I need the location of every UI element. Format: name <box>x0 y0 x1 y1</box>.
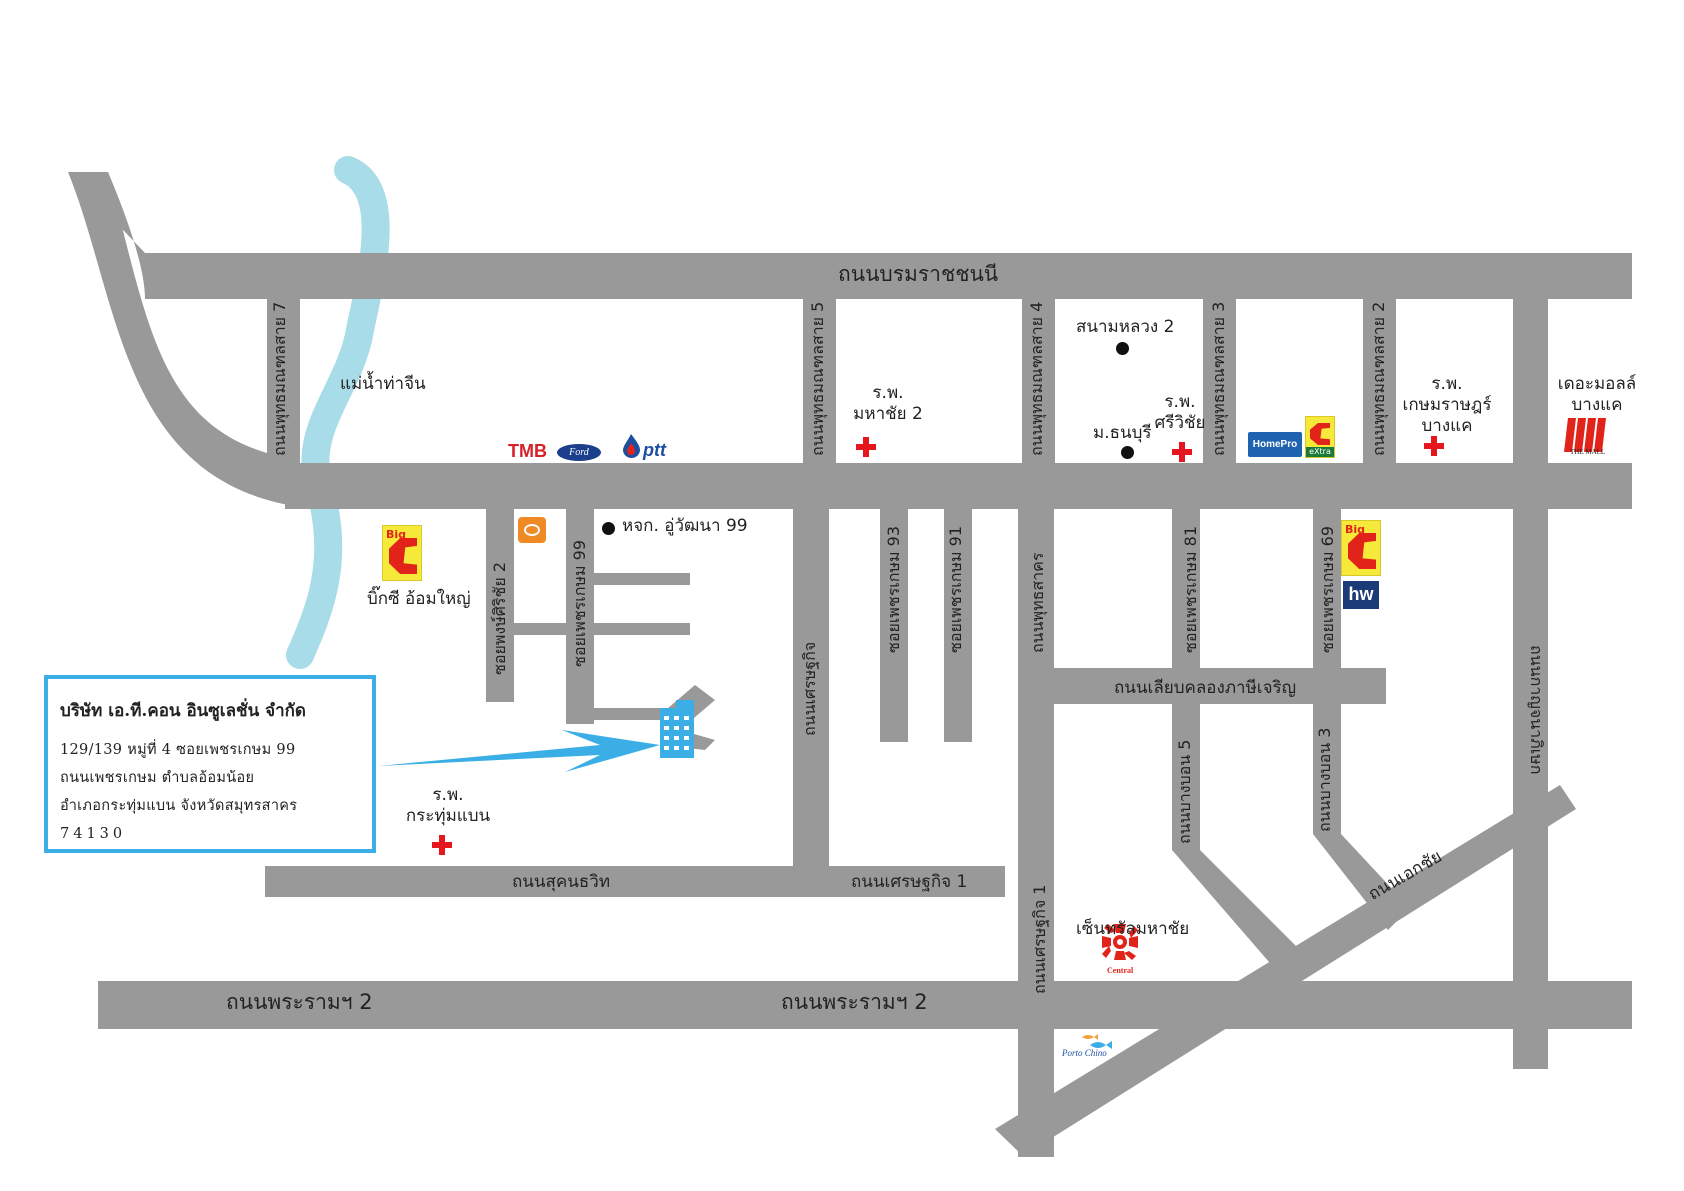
road-label-bang-bon-3: ถนนบางบอน 3 <box>1315 727 1334 832</box>
homepro-logo-icon: HomePro <box>1248 432 1302 457</box>
central-logo-text: Central <box>1107 966 1134 975</box>
road-label-rama2-mid: ถนนพระรามฯ 2 <box>781 990 928 1014</box>
road-label-phutthamonthon-5: ถนนพุทธมณฑลสาย 5 <box>808 301 827 456</box>
road-label-soi-phetkasem-93: ซอยเพชรเกษม 93 <box>884 525 903 653</box>
place-label-bigc-omyai: บิ๊กซี อ้อมใหญ่ <box>367 589 471 609</box>
place-label-themall-line2: บางแค <box>1571 395 1623 415</box>
company-address-box: บริษัท เอ.ที.คอน อินซูเลชั่น จำกัด 129/1… <box>44 675 376 853</box>
ptt-logo-text: ptt <box>643 440 666 460</box>
road-label-soi-phongsirichai-2: ซอยพงษ์ศิริชัย 2 <box>490 562 509 675</box>
place-label-sriwichai-line2: ศรีวิชัย <box>1154 413 1206 433</box>
bigc-extra-logo-icon: eXtra <box>1305 416 1335 458</box>
place-label-sanam-luang-2: สนามหลวง 2 <box>1076 317 1175 337</box>
road-label-rama2-left: ถนนพระรามฯ 2 <box>226 990 373 1014</box>
road-label-sukhonthawit: ถนนสุคนธวิท <box>512 872 611 892</box>
central-logo-icon <box>1102 924 1138 960</box>
place-label-themall: เดอะมอลล์ บางแค <box>1552 374 1642 416</box>
bigc-omyai-logo-icon: Big <box>382 525 422 581</box>
homeworks-logo-icon: hw <box>1343 581 1379 609</box>
place-label-kasemrad-line3: บางแค <box>1421 416 1473 436</box>
road-label-liap-khlong: ถนนเลียบคลองภาษีเจริญ <box>1114 678 1297 698</box>
road-label-phutthamonthon-2: ถนนพุทธมณฑลสาย 2 <box>1369 301 1388 456</box>
road-label-phutthamonthon-3: ถนนพุทธมณฑลสาย 3 <box>1209 301 1228 456</box>
road-label-bang-bon-5: ถนนบางบอน 5 <box>1175 739 1194 844</box>
road-label-phuttasakhon: ถนนพุทธสาคร <box>1028 552 1047 653</box>
road-label-soi-phetkasem-81: ซอยเพชรเกษม 81 <box>1181 525 1200 653</box>
place-label-hor-jor-kor: หจก. อู่วัฒนา 99 <box>622 516 748 536</box>
address-postcode: 74130 <box>60 826 127 842</box>
hospital-mahachai2-icon <box>856 437 876 457</box>
address-line-2: ถนนเพชรเกษม ตำบลอ้อมน้อย <box>60 770 255 786</box>
road-label-borommaratchachonnani: ถนนบรมราชชนนี <box>838 262 999 286</box>
place-label-sriwichai: ร.พ. ศรีวิชัย <box>1148 392 1212 434</box>
road-label-setthakit-1-vertical: ถนนเศรษฐกิจ 1 <box>1030 884 1049 994</box>
place-label-sriwichai-line1: ร.พ. <box>1164 392 1196 412</box>
building-icon <box>660 685 715 758</box>
location-arrow <box>378 730 660 772</box>
sanam-luang-dot-icon <box>1116 342 1129 355</box>
place-label-kasemrad-line2: เกษมราษฎร์ <box>1402 395 1492 415</box>
bigc-logo-text-2: Big <box>1345 523 1366 536</box>
place-label-mahachai2-line1: ร.พ. <box>872 383 904 403</box>
place-label-mahachai2: ร.พ. มหาชัย 2 <box>843 383 933 425</box>
bigc-logo-text: Big <box>386 528 407 541</box>
bigc-phetkasem69-logo-icon: Big <box>1341 520 1381 576</box>
bigc-extra-text: eXtra <box>1306 447 1334 457</box>
place-label-river: แม่น้ำท่าจีน <box>340 374 426 394</box>
the-mall-logo-icon <box>1564 418 1606 452</box>
road-label-phutthamonthon-4: ถนนพุทธมณฑลสาย 4 <box>1027 301 1046 456</box>
hospital-kasemrad-icon <box>1424 436 1444 456</box>
road-label-setthakit: ถนนเศรษฐกิจ <box>800 641 819 736</box>
porto-chino-logo-icon <box>1082 1034 1112 1049</box>
place-label-krathumbaen: ร.พ. กระทุ่มแบน <box>400 785 496 827</box>
ford-logo-icon: Ford <box>557 444 601 461</box>
thonburi-uni-dot-icon <box>1121 446 1134 459</box>
porto-chino-logo-text: Porto Chino <box>1062 1048 1107 1058</box>
road-label-soi-phetkasem-69: ซอยเพชรเกษม 69 <box>1318 525 1337 653</box>
place-label-thonburi-uni: ม.ธนบุรี <box>1093 423 1152 443</box>
place-label-themall-line1: เดอะมอลล์ <box>1557 374 1637 394</box>
address-line-3: อำเภอกระทุ่มแบน จังหวัดสมุทรสาคร <box>60 798 298 814</box>
road-label-soi-phetkasem-99: ซอยเพชรเกษม 99 <box>570 539 589 667</box>
tmb-logo-icon: TMB <box>508 441 547 461</box>
ptt-flame-icon <box>623 434 640 458</box>
hospital-sriwichai-icon <box>1172 442 1192 462</box>
road-label-soi-phetkasem-91: ซอยเพชรเกษม 91 <box>946 525 965 653</box>
place-label-kasemrad-line1: ร.พ. <box>1431 374 1463 394</box>
place-label-krathumbaen-line1: ร.พ. <box>432 785 464 805</box>
address-line-1: 129/139 หมู่ที่ 4 ซอยเพชรเกษม 99 <box>60 742 296 758</box>
the-mall-logo-text: THE MALL <box>1570 448 1606 456</box>
road-label-kanchanaphisek: ถนนกาญจนาภิเษก <box>1527 645 1546 775</box>
gas-station-logo-icon <box>518 517 546 543</box>
company-name: บริษัท เอ.ที.คอน อินซูเลชั่น จำกัด <box>60 701 306 721</box>
road-label-phutthamonthon-7: ถนนพุทธมณฑลสาย 7 <box>270 301 289 456</box>
tha-chin-river <box>286 156 390 669</box>
place-label-krathumbaen-line2: กระทุ่มแบน <box>405 806 491 826</box>
place-label-mahachai2-line2: มหาชัย 2 <box>853 404 923 424</box>
road-network <box>68 172 1632 1157</box>
hor-jor-kor-dot-icon <box>602 522 615 535</box>
hospital-krathumbaen-icon <box>432 835 452 855</box>
place-label-kasemrad: ร.พ. เกษมราษฎร์ บางแค <box>1392 374 1502 437</box>
place-label-central: เซ็นทรัลมหาชัย <box>1076 919 1190 939</box>
road-label-setthakit-1-horizontal: ถนนเศรษฐกิจ 1 <box>851 872 968 892</box>
